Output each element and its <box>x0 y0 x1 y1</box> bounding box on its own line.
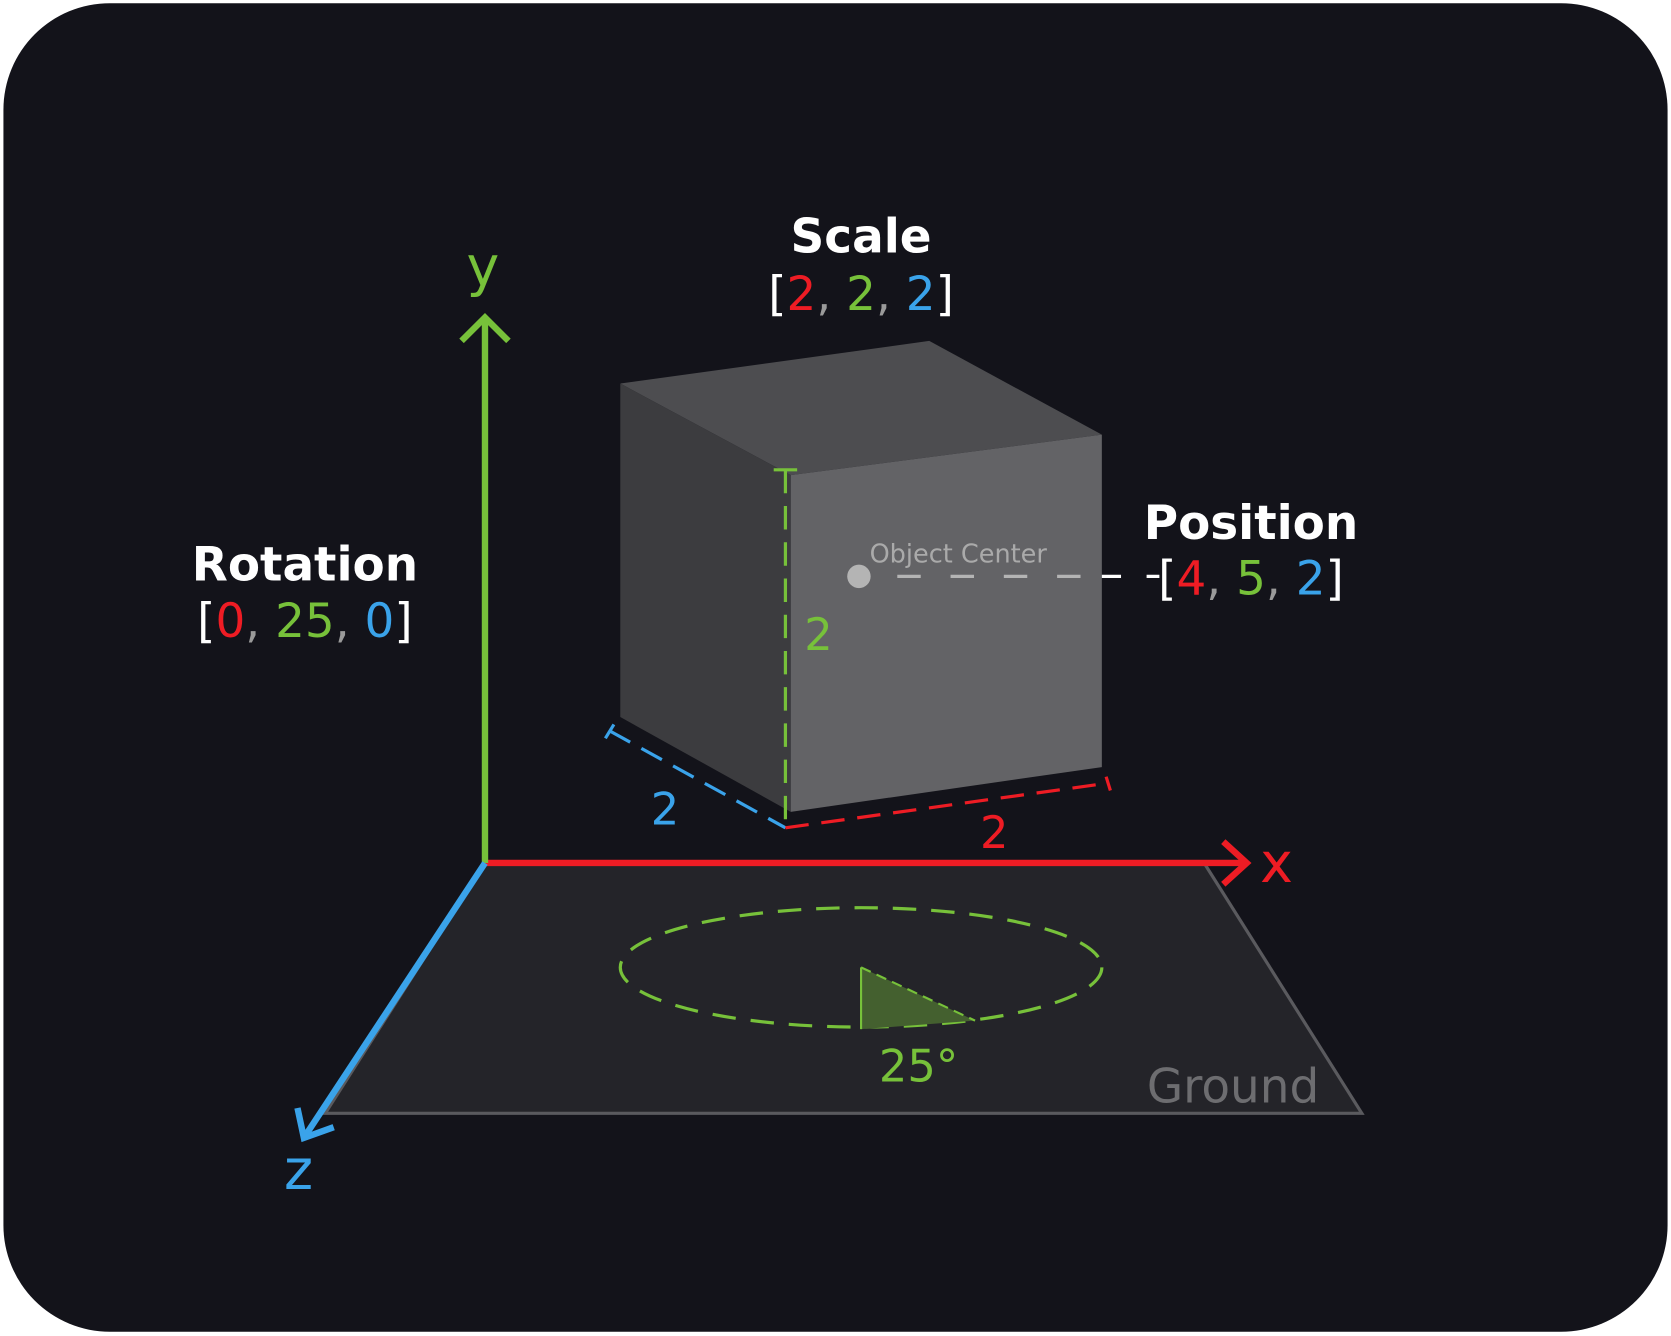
cube-top-face <box>620 340 1102 476</box>
width-dimension-line <box>785 781 1109 830</box>
scale-z: 2 <box>906 267 936 322</box>
z-axis-label: z <box>284 1139 313 1203</box>
rotation-angle-wedge <box>861 967 976 1030</box>
rotation-angle-label: 25° <box>879 1039 958 1092</box>
z-axis-arrow-icon <box>294 1107 335 1143</box>
z-axis <box>301 861 488 1140</box>
scale-y: 2 <box>846 267 876 322</box>
scale-title: Scale <box>791 209 932 264</box>
object-center-dot <box>847 564 871 589</box>
y-axis-label: y <box>466 236 499 300</box>
depth-dimension-tick <box>604 723 616 740</box>
rotation-values: [0, 25, 0] <box>197 594 412 649</box>
rotation-ellipse <box>618 906 1104 1029</box>
width-label: 2 <box>980 806 1008 859</box>
object-center-label: Object Center <box>870 540 1048 570</box>
wedge-edge <box>860 966 976 1022</box>
position-y: 5 <box>1236 551 1266 606</box>
position-x: 4 <box>1176 551 1206 606</box>
cube-side-face <box>620 383 791 812</box>
position-values: [4, 5, 2] <box>1158 551 1344 606</box>
rotation-title: Rotation <box>192 538 418 593</box>
width-dimension-tick <box>1104 776 1112 791</box>
x-axis-label: x <box>1260 832 1293 896</box>
depth-label: 2 <box>651 783 679 836</box>
rotation-y: 25 <box>275 594 335 649</box>
depth-dimension-line <box>608 729 787 830</box>
scale-values: [2, 2, 2] <box>768 267 954 322</box>
position-z: 2 <box>1296 551 1326 606</box>
rotation-z: 0 <box>365 594 395 649</box>
height-label: 2 <box>804 608 832 661</box>
position-title: Position <box>1144 496 1359 551</box>
scale-x: 2 <box>787 267 817 322</box>
x-axis-arrow-icon <box>1221 839 1252 887</box>
y-axis-arrow-icon <box>459 312 511 344</box>
rotation-x: 0 <box>215 594 245 649</box>
cube-front-face <box>790 434 1102 812</box>
ground-label: Ground <box>1147 1060 1319 1115</box>
